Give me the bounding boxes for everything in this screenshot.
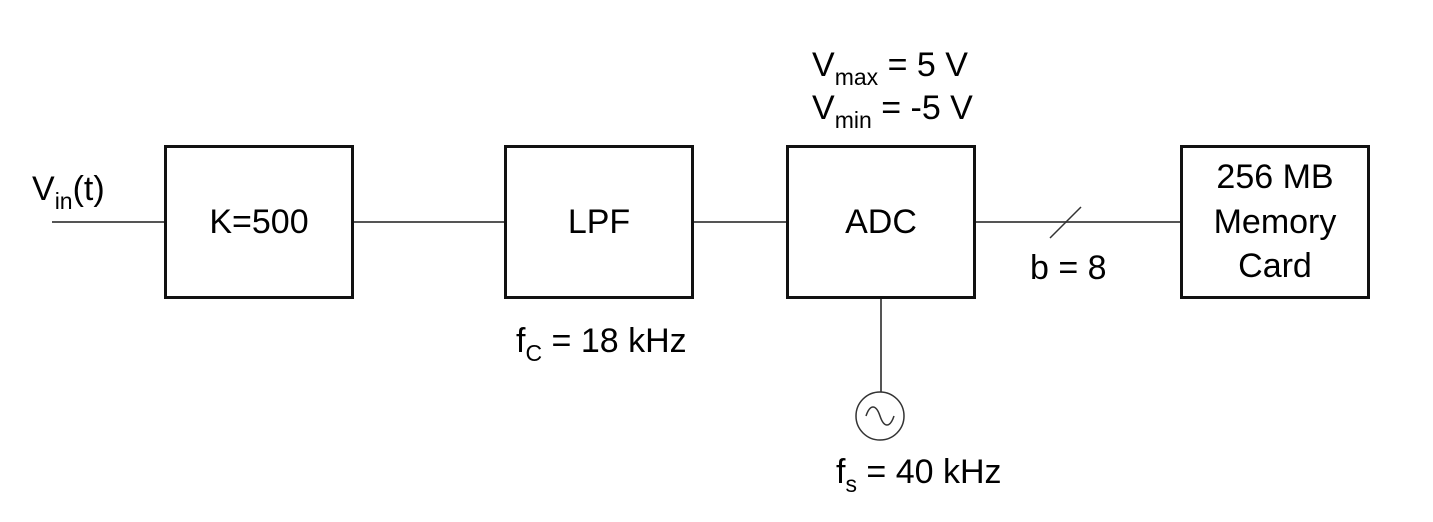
bit-width-label: b = 8	[1030, 249, 1107, 287]
memory-line-3: Card	[1238, 247, 1312, 286]
lpf-block[interactable]: LPF	[504, 145, 694, 299]
input-signal-label: Vin(t)	[32, 170, 105, 214]
wire-clock-to-adc	[880, 297, 882, 392]
wire-adc-to-memory	[975, 221, 1182, 223]
adc-block[interactable]: ADC	[786, 145, 976, 299]
memory-line-2: Memory	[1213, 202, 1337, 241]
sine-source-icon	[855, 391, 905, 441]
input-wire	[52, 221, 165, 223]
gain-block-label: K=500	[209, 202, 309, 241]
cutoff-frequency-label: fC = 18 kHz	[516, 322, 687, 366]
memory-card-block[interactable]: 256 MB Memory Card	[1180, 145, 1370, 299]
wire-lpf-to-adc	[692, 221, 787, 223]
memory-line-1: 256 MB	[1216, 157, 1334, 196]
wire-gain-to-lpf	[353, 221, 505, 223]
vmax-label: Vmax = 5 V	[812, 46, 968, 90]
gain-block[interactable]: K=500	[164, 145, 354, 299]
sampling-frequency-label: fs = 40 kHz	[836, 453, 1002, 497]
bus-width-slash	[1049, 206, 1082, 239]
adc-block-label: ADC	[845, 202, 917, 241]
lpf-block-label: LPF	[567, 202, 631, 241]
vmin-label: Vmin = -5 V	[812, 89, 973, 133]
